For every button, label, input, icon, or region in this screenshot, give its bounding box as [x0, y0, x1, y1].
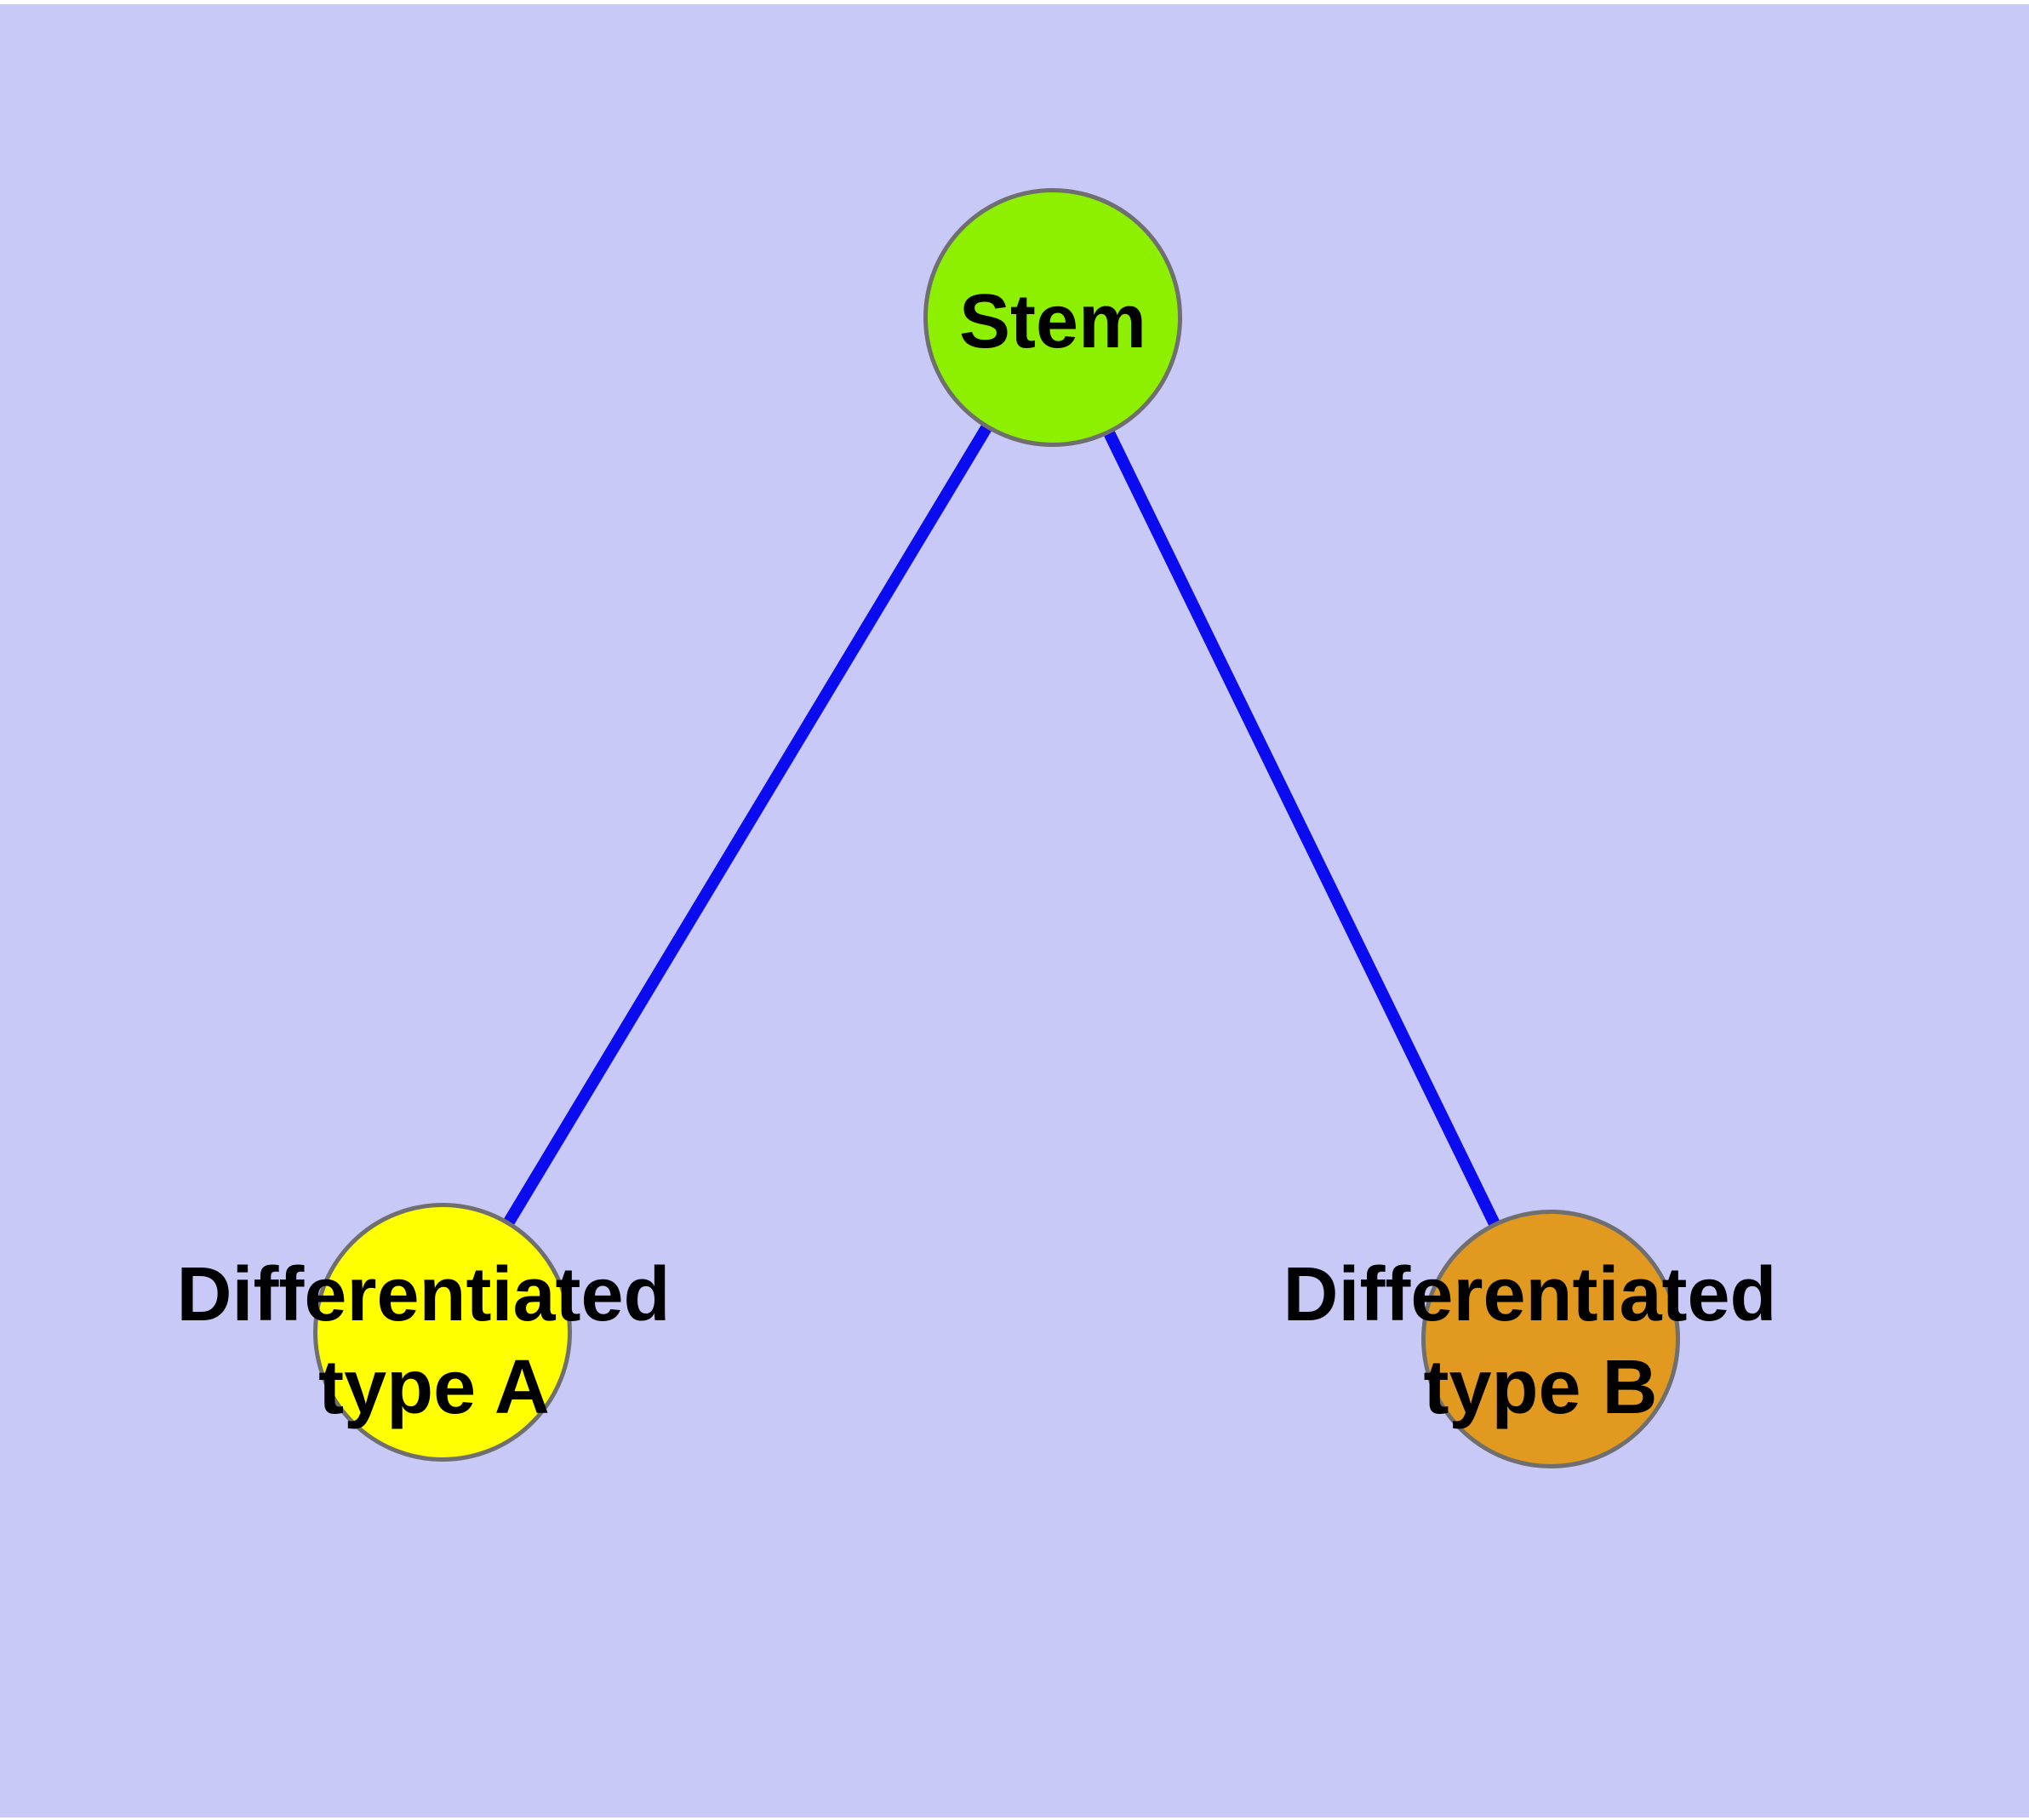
node-differentiated-type-b-label-line1: Differentiated	[1283, 1252, 1776, 1337]
node-differentiated-type-a-label-line1: Differentiated	[176, 1252, 670, 1337]
node-differentiated-type-b[interactable]	[1421, 1210, 1680, 1468]
edge-stem-to-typeB	[1047, 314, 1557, 1342]
node-differentiated-type-a-label: Differentiated type A	[176, 1252, 691, 1430]
node-differentiated-type-b-label-line2: type B	[1423, 1345, 1657, 1430]
node-stem[interactable]	[923, 188, 1182, 447]
node-stem-label: Stem	[959, 279, 1146, 364]
edge-stem-to-typeA	[437, 314, 1058, 1336]
node-differentiated-type-a-label-line2: type A	[318, 1345, 550, 1430]
node-differentiated-type-b-label: Differentiated type B	[1283, 1252, 1798, 1430]
node-differentiated-type-a[interactable]	[313, 1203, 572, 1462]
